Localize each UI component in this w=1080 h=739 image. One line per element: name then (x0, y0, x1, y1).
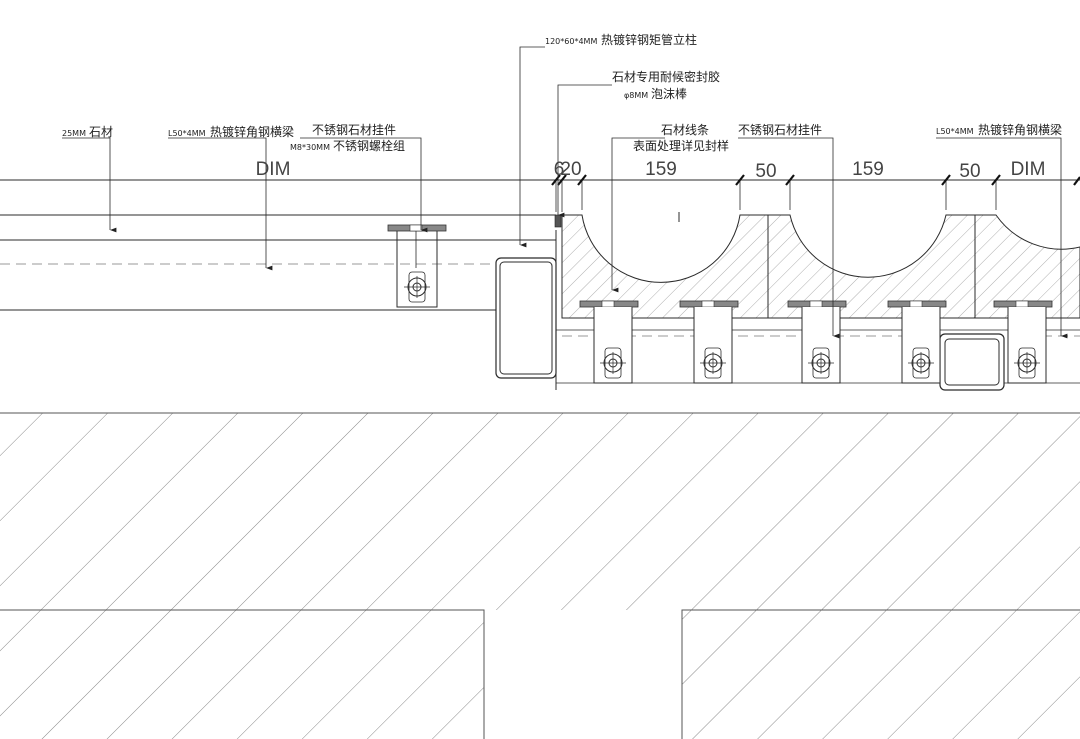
dim-6: 6 (554, 159, 565, 180)
hanger-clip-5 (993, 300, 1053, 384)
angle-spec-right-label: L50*4MM (936, 127, 974, 136)
annotations: 25MM 石材 L50*4MM 热镀锌角钢横梁 不锈钢石材挂件 M8*30MM … (62, 32, 1062, 153)
tube-spec-label: 120*60*4MM (545, 37, 597, 46)
dimension-texts: DIM 6 20 159 50 159 50 DIM (256, 159, 1046, 182)
left-hanger-clip (387, 224, 447, 308)
dim-50-a: 50 (755, 161, 776, 182)
leader-lines (62, 46, 1068, 339)
angle-spec-left-label: L50*4MM (168, 129, 206, 138)
stone-line-label: 石材线条 (661, 123, 709, 137)
small-steel-tube (939, 333, 1005, 391)
foam-spec-label: φ8MM (624, 91, 648, 100)
stone-label: 石材 (89, 125, 113, 139)
sealant-label: 石材专用耐候密封胶 (612, 69, 720, 84)
dim-right: DIM (1011, 159, 1046, 180)
hanger-clip-3 (787, 300, 847, 384)
dim-159-b: 159 (852, 159, 884, 180)
sealant-joint (554, 214, 562, 390)
dim-50-b: 50 (959, 161, 980, 182)
hanger-clip-2 (679, 300, 739, 384)
concrete-structure (0, 412, 1080, 739)
stone-hanger-left-label: 不锈钢石材挂件 (312, 123, 396, 137)
surface-label: 表面处理详见封样 (633, 138, 729, 153)
dim-left: DIM (256, 159, 291, 180)
bolt-label: 不锈钢螺栓组 (333, 138, 405, 153)
steel-tube-column (495, 257, 557, 379)
right-hanger-clips (579, 300, 1053, 384)
dimension-line (0, 174, 1080, 212)
dim-20: 20 (560, 159, 581, 180)
angle-left-label: 热镀锌角钢横梁 (210, 124, 294, 139)
stone-spec-label: 25MM (62, 129, 86, 138)
dim-159-a: 159 (645, 159, 677, 180)
stone-hanger-right-label: 不锈钢石材挂件 (738, 123, 822, 137)
left-stone-panel (0, 214, 556, 311)
hanger-clip-1 (579, 300, 639, 384)
tube-label: 热镀锌钢矩管立柱 (601, 32, 697, 47)
hanger-clip-4 (887, 300, 947, 384)
angle-right-label: 热镀锌角钢横梁 (978, 122, 1062, 137)
bolt-spec-label: M8*30MM (290, 143, 330, 152)
foam-label: 泡沫棒 (651, 87, 687, 101)
